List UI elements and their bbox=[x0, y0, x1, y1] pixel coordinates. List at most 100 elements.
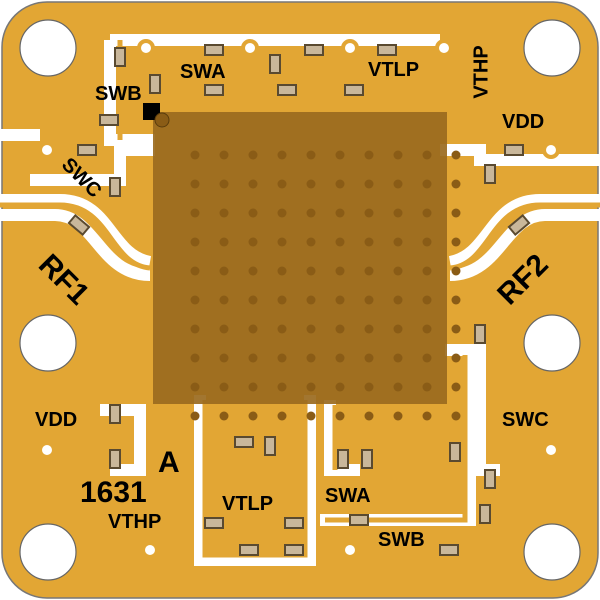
thermal-via bbox=[393, 150, 403, 160]
thermal-via bbox=[219, 150, 229, 160]
thermal-via bbox=[219, 208, 229, 218]
thermal-via bbox=[422, 266, 432, 276]
label-swa-top: SWA bbox=[180, 61, 226, 83]
label-vdd-left: VDD bbox=[35, 409, 78, 431]
label-swa-bottom: SWA bbox=[325, 485, 371, 507]
trace-clearances bbox=[0, 34, 600, 566]
thermal-via bbox=[306, 324, 316, 334]
thermal-via bbox=[277, 382, 287, 392]
smd-components bbox=[67, 44, 531, 556]
thermal-via bbox=[277, 295, 287, 305]
thermal-via bbox=[451, 411, 461, 421]
thermal-via bbox=[393, 208, 403, 218]
thermal-via bbox=[277, 411, 287, 421]
thermal-via bbox=[364, 150, 374, 160]
thermal-via bbox=[219, 179, 229, 189]
thermal-via bbox=[277, 237, 287, 247]
thermal-via bbox=[248, 208, 258, 218]
thermal-via bbox=[190, 382, 200, 392]
thermal-via bbox=[277, 150, 287, 160]
thermal-via bbox=[364, 179, 374, 189]
label-vdd-right: VDD bbox=[502, 111, 545, 133]
thermal-via bbox=[190, 150, 200, 160]
thermal-via bbox=[248, 353, 258, 363]
thermal-via bbox=[422, 411, 432, 421]
thermal-via bbox=[190, 411, 200, 421]
label-vtlp-bottom: VTLP bbox=[222, 493, 274, 515]
thermal-via bbox=[451, 324, 461, 334]
thermal-via bbox=[393, 266, 403, 276]
thermal-via bbox=[248, 324, 258, 334]
thermal-via bbox=[190, 353, 200, 363]
label-vthp-bottom: VTHP bbox=[108, 511, 162, 533]
label-swb-bottom: SWB bbox=[378, 529, 425, 551]
thermal-via bbox=[422, 295, 432, 305]
thermal-via bbox=[219, 237, 229, 247]
thermal-via bbox=[248, 411, 258, 421]
thermal-via bbox=[422, 179, 432, 189]
thermal-via bbox=[306, 237, 316, 247]
thermal-via bbox=[451, 353, 461, 363]
thermal-via bbox=[422, 208, 432, 218]
thermal-via bbox=[219, 353, 229, 363]
thermal-via bbox=[306, 411, 316, 421]
traces bbox=[0, 40, 600, 558]
thermal-via bbox=[277, 179, 287, 189]
thermal-via bbox=[248, 150, 258, 160]
thermal-via bbox=[335, 295, 345, 305]
thermal-via bbox=[364, 266, 374, 276]
thermal-via bbox=[451, 208, 461, 218]
thermal-via bbox=[277, 208, 287, 218]
thermal-via bbox=[219, 324, 229, 334]
thermal-via bbox=[335, 411, 345, 421]
pin1-marker bbox=[143, 103, 160, 120]
thermal-vias bbox=[190, 150, 461, 421]
pin1-dot bbox=[154, 112, 170, 128]
thermal-via bbox=[451, 266, 461, 276]
thermal-via bbox=[393, 324, 403, 334]
thermal-via bbox=[393, 382, 403, 392]
label-vthp-top: VTHP bbox=[470, 45, 493, 99]
thermal-via bbox=[306, 179, 316, 189]
thermal-via bbox=[306, 295, 316, 305]
thermal-via bbox=[335, 382, 345, 392]
thermal-via bbox=[248, 266, 258, 276]
thermal-via bbox=[306, 150, 316, 160]
thermal-via bbox=[364, 353, 374, 363]
thermal-via bbox=[422, 353, 432, 363]
thermal-via bbox=[364, 411, 374, 421]
thermal-via bbox=[451, 179, 461, 189]
thermal-via bbox=[364, 324, 374, 334]
thermal-via bbox=[248, 295, 258, 305]
thermal-via bbox=[335, 179, 345, 189]
thermal-via bbox=[306, 208, 316, 218]
thermal-via bbox=[335, 208, 345, 218]
thermal-via bbox=[190, 237, 200, 247]
thermal-via bbox=[306, 353, 316, 363]
thermal-via bbox=[219, 411, 229, 421]
thermal-via bbox=[219, 382, 229, 392]
thermal-via bbox=[248, 237, 258, 247]
thermal-via bbox=[451, 295, 461, 305]
label-swb-top: SWB bbox=[95, 83, 142, 105]
thermal-via bbox=[335, 353, 345, 363]
thermal-via bbox=[364, 382, 374, 392]
thermal-via bbox=[335, 150, 345, 160]
thermal-via bbox=[422, 237, 432, 247]
thermal-via bbox=[277, 353, 287, 363]
thermal-via bbox=[219, 295, 229, 305]
label-swc-right: SWC bbox=[502, 409, 549, 431]
thermal-via bbox=[364, 295, 374, 305]
thermal-via bbox=[277, 324, 287, 334]
thermal-via bbox=[190, 324, 200, 334]
thermal-via bbox=[335, 237, 345, 247]
thermal-via bbox=[451, 382, 461, 392]
thermal-via bbox=[393, 295, 403, 305]
thermal-via bbox=[335, 324, 345, 334]
thermal-via bbox=[190, 208, 200, 218]
thermal-via bbox=[248, 179, 258, 189]
thermal-via bbox=[364, 208, 374, 218]
thermal-via bbox=[190, 295, 200, 305]
